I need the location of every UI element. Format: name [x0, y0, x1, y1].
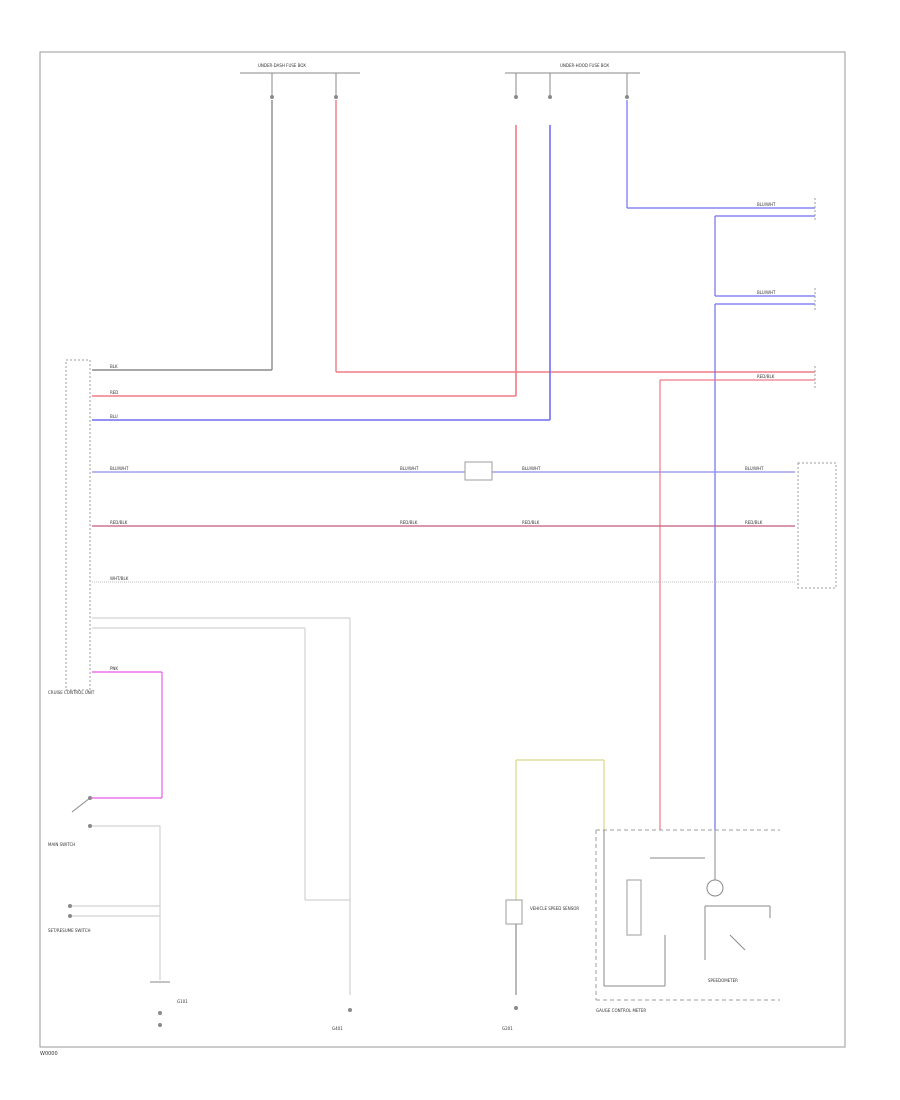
- fuse-box-right-label: UNDER-HOOD FUSE BOX: [560, 63, 609, 68]
- wire-blk-top: BLK: [92, 100, 273, 371]
- main-switch-label: MAIN SWITCH: [48, 842, 75, 847]
- svg-text:RED/BLK: RED/BLK: [522, 520, 540, 525]
- fuse-box-left-label: UNDER-DASH FUSE BOX: [258, 63, 306, 68]
- fuse-box-right-header: UNDER-HOOD FUSE BOX: [505, 63, 640, 99]
- wire-red-right-fuse: RED: [92, 125, 517, 397]
- ground-g1-label: G101: [177, 999, 188, 1004]
- ground-g1: G101: [150, 981, 188, 1027]
- wire-red-cluster: RED/BLK: [659, 374, 815, 830]
- wire-wht-blk-mid: [92, 617, 351, 995]
- svg-text:BLU/WHT: BLU/WHT: [757, 290, 776, 295]
- speed-sensor-label: VEHICLE SPEED SENSOR: [530, 906, 579, 911]
- set-resume-switch: SET/RESUME SWITCH: [48, 904, 160, 933]
- ground-g2: G401: [332, 1008, 352, 1031]
- cluster-label: GAUGE CONTROL METER: [596, 1008, 646, 1013]
- svg-text:BLU/WHT: BLU/WHT: [400, 466, 419, 471]
- svg-text:BLU/WHT: BLU/WHT: [522, 466, 541, 471]
- svg-text:RED/BLK: RED/BLK: [745, 520, 763, 525]
- cruise-control-unit-box: [65, 359, 91, 691]
- wire-blu-right-fuse: BLU: [92, 125, 551, 421]
- svg-text:BLU/WHT: BLU/WHT: [745, 466, 764, 471]
- fuse-box-left-header: UNDER-DASH FUSE BOX: [240, 63, 360, 99]
- wire-red-blk-long: RED/BLK RED/BLK RED/BLK RED/BLK: [92, 520, 795, 527]
- wire-pnk: PNK: [92, 666, 163, 799]
- wire-blu-wht-long: BLU/WHT BLU/WHT BLU/WHT BLU/WHT: [92, 461, 795, 481]
- svg-text:WHT/BLK: WHT/BLK: [110, 576, 129, 581]
- speedometer-gauge-icon: [706, 879, 724, 897]
- svg-text:PNK: PNK: [110, 666, 118, 671]
- set-resume-label: SET/RESUME SWITCH: [48, 928, 91, 933]
- svg-text:BLK: BLK: [110, 364, 118, 369]
- vehicle-speed-sensor: VEHICLE SPEED SENSOR G201: [502, 759, 605, 1031]
- wire-wht-long: WHT/BLK: [92, 576, 795, 583]
- svg-text:RED/BLK: RED/BLK: [757, 374, 775, 379]
- svg-text:BLU/WHT: BLU/WHT: [110, 466, 129, 471]
- gauge-control-meter: GAUGE CONTROL METER SPEEDOMETER: [595, 829, 780, 1013]
- main-switch: MAIN SWITCH: [48, 796, 161, 980]
- svg-text:RED: RED: [110, 390, 118, 395]
- svg-text:RED/BLK: RED/BLK: [400, 520, 418, 525]
- diagram-frame: [39, 51, 846, 1048]
- footer-code: W0000: [40, 1051, 58, 1057]
- svg-text:RED/BLK: RED/BLK: [110, 520, 128, 525]
- right-connectors: [797, 198, 837, 589]
- inline-connector: [464, 461, 493, 481]
- speedometer-label: SPEEDOMETER: [708, 978, 738, 983]
- ground-g3-label: G201: [502, 1026, 513, 1031]
- cruise-unit-label: CRUISE CONTROL UNIT: [48, 690, 95, 695]
- svg-text:BLU/WHT: BLU/WHT: [757, 202, 776, 207]
- wire-red-left-fuse: [335, 100, 815, 373]
- ground-g2-label: G401: [332, 1026, 343, 1031]
- wire-blu-right-side: BLU/WHT BLU/WHT: [626, 100, 815, 830]
- svg-text:BLU: BLU: [110, 414, 118, 419]
